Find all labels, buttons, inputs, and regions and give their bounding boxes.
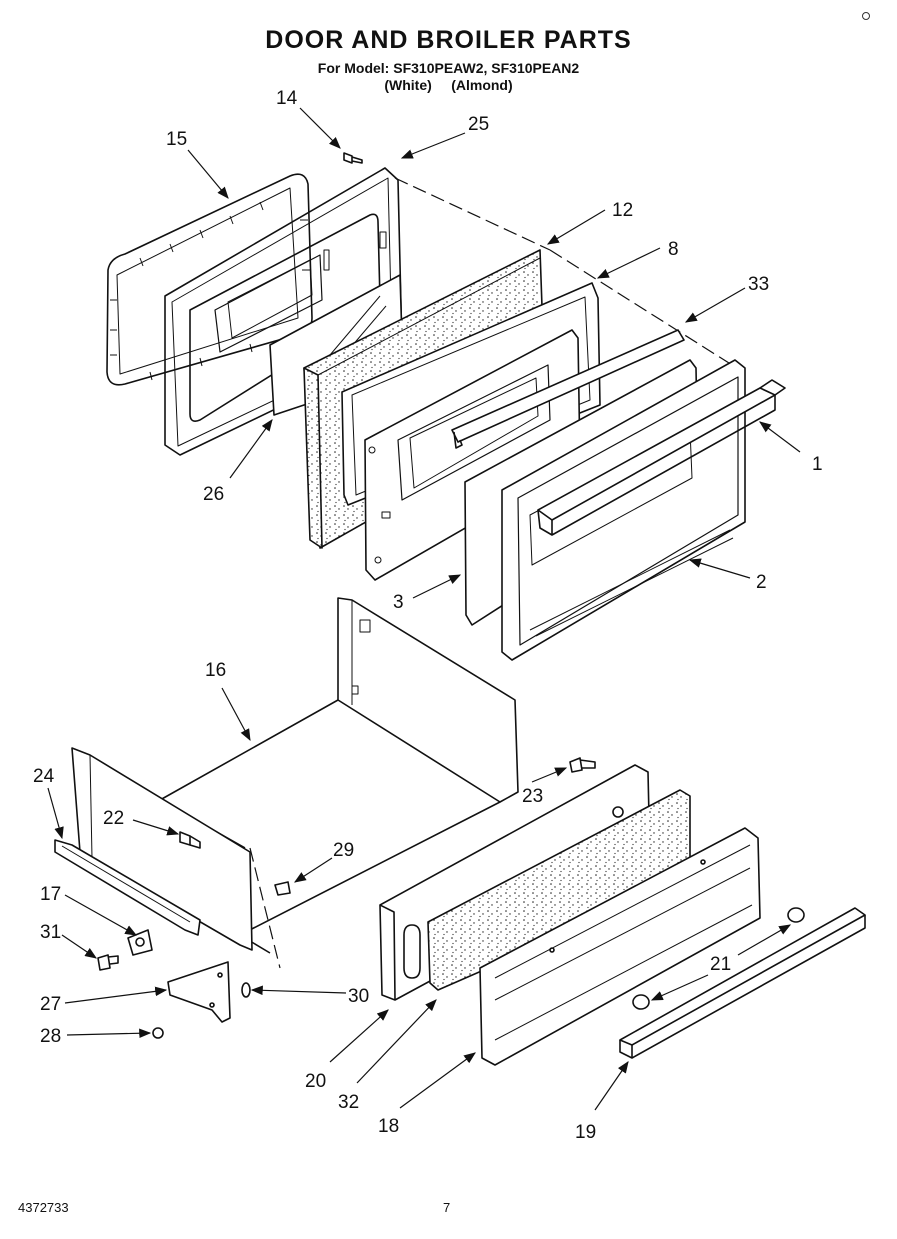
callout-2: 2: [756, 572, 767, 593]
callout-30: 30: [348, 986, 369, 1007]
corner-mark: [862, 12, 870, 20]
callout-16: 16: [205, 660, 226, 681]
callout-25: 25: [468, 114, 489, 135]
callout-20: 20: [305, 1071, 326, 1092]
clip-screw: [97, 954, 119, 971]
handle-spacer: [632, 907, 805, 1010]
page-title: DOOR AND BROILER PARTS: [265, 26, 632, 54]
leader-lines: [47, 107, 801, 1111]
model-line: For Model: SF310PEAW2, SF310PEAN2: [317, 60, 580, 76]
callout-14: 14: [276, 88, 298, 109]
rail-bolt: [179, 831, 291, 896]
callout-23: 23: [522, 786, 543, 807]
drawer-handle: [619, 907, 866, 1059]
callout-27: 27: [40, 994, 61, 1015]
rail-clip: [127, 929, 153, 956]
callout-32: 32: [338, 1092, 359, 1113]
color-line: (White) (Almond): [384, 77, 513, 93]
callout-26: 26: [203, 484, 224, 505]
drawer-side-panel: [71, 747, 253, 951]
drawer-bracket: [167, 961, 231, 1023]
page-number: 7: [443, 1200, 451, 1215]
callout-21: 21: [710, 954, 731, 975]
panel-screw: [569, 757, 596, 773]
callout-8: 8: [668, 239, 679, 260]
drawer-front: [479, 827, 761, 1066]
callout-15: 15: [166, 129, 187, 150]
callout-17: 17: [40, 884, 61, 905]
callout-28: 28: [40, 1026, 61, 1047]
callout-33: 33: [748, 274, 769, 295]
ball-bearing: [152, 1027, 164, 1039]
callout-19: 19: [575, 1122, 596, 1143]
washer: [241, 982, 251, 998]
callout-31: 31: [40, 922, 61, 943]
callout-12: 12: [612, 200, 633, 221]
callout-3: 3: [393, 592, 404, 613]
door-screw: [343, 152, 363, 164]
alignment-line: [249, 177, 741, 969]
door-gasket: [106, 173, 313, 386]
door-trim-strip: [451, 329, 685, 449]
callout-24: 24: [33, 766, 55, 787]
drawer-rail: [54, 839, 201, 936]
callout-18: 18: [378, 1116, 399, 1137]
callout-22: 22: [103, 808, 124, 829]
callout-29: 29: [333, 840, 354, 861]
callout-1: 1: [812, 454, 823, 475]
door-handle: [537, 379, 786, 536]
callout-labels: 1 2 3 8 12 14 15 16 17 18 19 20 21 22 23…: [33, 88, 823, 1143]
document-number: 4372733: [18, 1200, 69, 1215]
